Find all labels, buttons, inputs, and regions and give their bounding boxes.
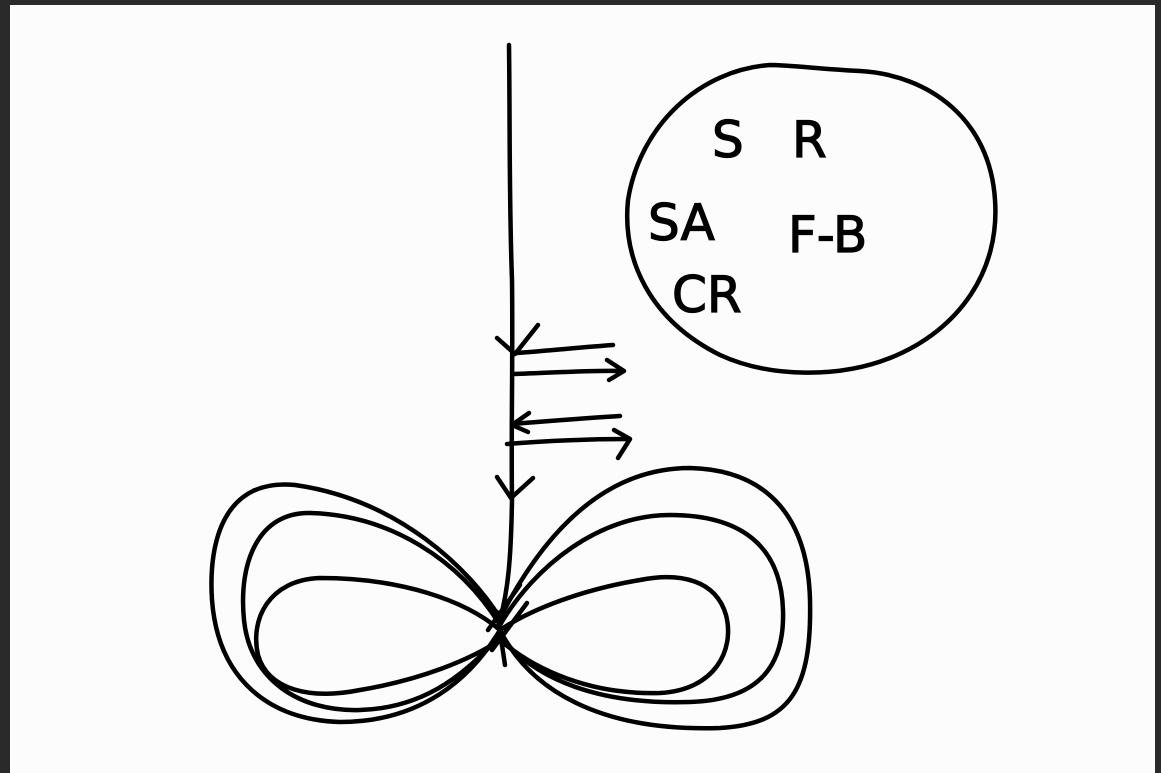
arrow-right-1-head <box>604 357 627 383</box>
infinity-loop-inner <box>253 574 731 696</box>
label-sa: SA <box>648 194 715 252</box>
arrow-left-1-head <box>494 322 541 357</box>
arrow-left-2 <box>509 413 623 427</box>
arrow-left-1 <box>514 342 616 356</box>
label-cr: CR <box>672 266 742 324</box>
crossing-strokes <box>485 582 530 668</box>
arrow-right-2 <box>504 436 631 447</box>
arrow-right-1 <box>511 368 625 377</box>
down-arrowhead <box>494 474 536 501</box>
arrow-right-2-head <box>611 427 633 461</box>
vertical-line <box>497 42 515 623</box>
arrow-left-2-head <box>509 410 532 435</box>
label-s: S <box>712 111 744 169</box>
label-circle <box>625 62 998 375</box>
label-f-b: F-B <box>788 206 867 264</box>
label-r: R <box>792 111 827 169</box>
